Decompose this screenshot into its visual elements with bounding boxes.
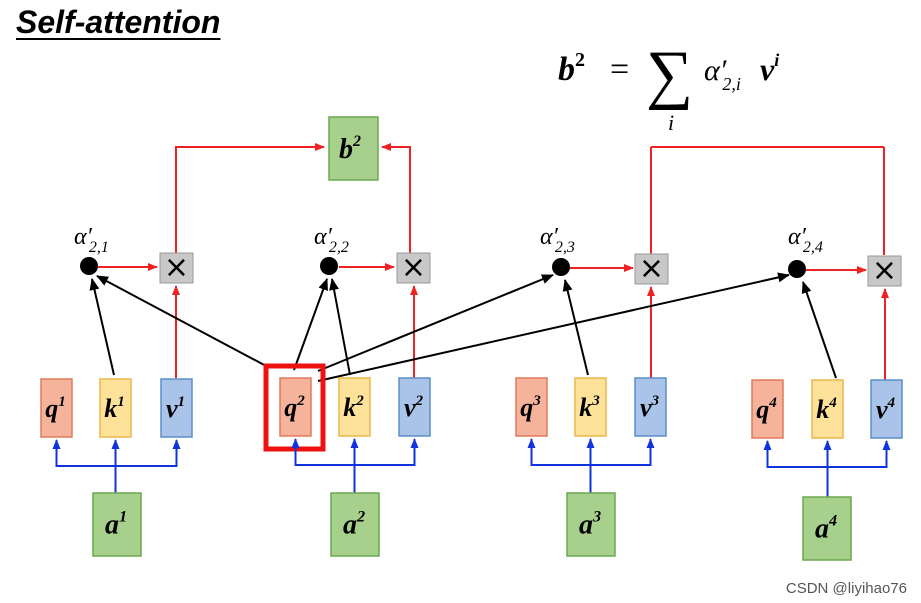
formula-sum: ∑ xyxy=(646,38,693,111)
output-box-b2: b2 xyxy=(328,116,379,181)
svg-text:v2: v2 xyxy=(404,393,424,422)
v3-box: v3 xyxy=(634,377,667,437)
svg-text:k2: k2 xyxy=(343,393,364,422)
svg-text:k4: k4 xyxy=(816,395,837,424)
a1-box: a1 xyxy=(92,492,142,557)
formula-v: vi xyxy=(760,50,779,87)
alpha-dot-1 xyxy=(80,257,98,275)
a2-box: a2 xyxy=(330,492,380,557)
multiply-box-2 xyxy=(396,252,431,284)
k4-box: k4 xyxy=(811,379,844,439)
svg-text:×: × xyxy=(639,251,664,286)
svg-text:q2: q2 xyxy=(284,393,305,422)
alpha-dot-2 xyxy=(320,257,338,275)
alpha-labels: α′2,1 α′2,2 α′2,3 α′2,4 xyxy=(74,224,823,256)
alpha-dot-4 xyxy=(788,260,806,278)
a3-box: a3 xyxy=(566,492,616,557)
a4-box: a4 xyxy=(802,496,852,561)
q4-box: q4 xyxy=(751,379,784,439)
multiply-box-3 xyxy=(634,253,669,285)
formula-lhs: b2 xyxy=(558,49,585,88)
k1-box: k1 xyxy=(99,378,132,438)
multiply-box-4 xyxy=(867,255,902,287)
v4-box: v4 xyxy=(870,379,903,439)
alpha-label-1: α′2,1 xyxy=(74,224,109,256)
k2-box: k2 xyxy=(338,377,371,437)
svg-text:v3: v3 xyxy=(640,393,660,422)
multiply-boxes: × × × × xyxy=(159,250,902,288)
svg-text:a3: a3 xyxy=(579,508,601,541)
attention-score-arrows xyxy=(89,272,837,382)
svg-text:q3: q3 xyxy=(520,393,541,422)
v1-box: v1 xyxy=(160,378,193,438)
red-output-lines xyxy=(175,143,885,255)
formula: b2 = ∑ i α′2,i vi xyxy=(558,38,779,135)
formula-equals: = xyxy=(610,51,629,88)
alpha-dots xyxy=(80,257,806,278)
alpha-label-4: α′2,4 xyxy=(788,224,823,256)
page-title: Self-attention xyxy=(16,4,221,40)
k3-box: k3 xyxy=(574,377,607,437)
svg-text:a4: a4 xyxy=(815,512,837,545)
svg-text:v4: v4 xyxy=(876,395,896,424)
svg-text:q4: q4 xyxy=(756,395,777,424)
svg-text:k1: k1 xyxy=(104,394,125,423)
qkv-boxes: q1 k1 v1 q2 k2 v2 q3 k3 v3 q4 k4 v4 xyxy=(40,377,903,439)
v2-box: v2 xyxy=(398,377,431,437)
alpha-to-multiply-arrows xyxy=(98,263,867,274)
watermark: CSDN @liyihao76 xyxy=(785,580,907,597)
svg-text:a1: a1 xyxy=(105,508,127,541)
svg-text:k3: k3 xyxy=(579,393,600,422)
svg-text:v1: v1 xyxy=(166,394,185,423)
svg-text:a2: a2 xyxy=(343,508,365,541)
svg-text:×: × xyxy=(872,253,897,288)
q3-box: q3 xyxy=(515,377,548,437)
alpha-dot-3 xyxy=(552,258,570,276)
svg-text:q1: q1 xyxy=(45,394,66,423)
q2-box: q2 xyxy=(279,377,312,437)
multiply-box-1 xyxy=(159,252,194,284)
svg-text:b2: b2 xyxy=(339,133,361,165)
alpha-label-2: α′2,2 xyxy=(314,224,349,256)
input-projection-arrows xyxy=(52,438,891,497)
svg-text:×: × xyxy=(164,250,189,285)
alpha-label-3: α′2,3 xyxy=(540,224,575,256)
q1-box: q1 xyxy=(40,378,73,438)
input-boxes: a1 a2 a3 a4 xyxy=(92,492,852,561)
formula-sum-index: i xyxy=(668,110,674,135)
svg-text:×: × xyxy=(401,250,426,285)
formula-alpha: α′2,i xyxy=(704,54,741,94)
